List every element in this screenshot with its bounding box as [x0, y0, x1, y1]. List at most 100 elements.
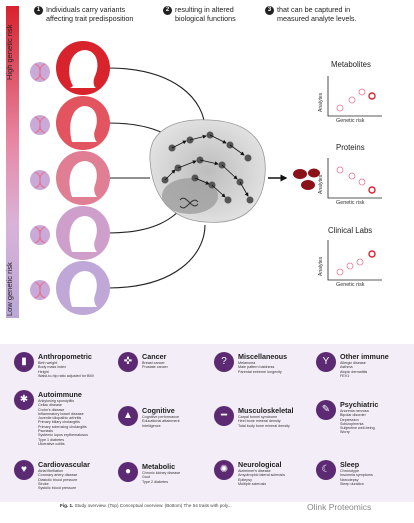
category-item: Breast cancer: [142, 361, 165, 365]
category-title: Cognitive: [142, 406, 175, 415]
category-item: Coronary artery disease: [38, 473, 78, 478]
step-text-line: Individuals carry variants: [46, 5, 126, 14]
category-item: Birth weight: [38, 361, 58, 365]
axis-label-x: Genetic risk: [336, 282, 365, 288]
category-item: Sleep duration: [340, 481, 364, 486]
category-item: Juvenile idiopathic arthritis: [38, 416, 82, 421]
figure-caption: Fig. 1. Study overview. (Top) Conceptual…: [60, 503, 232, 508]
step-text-line: measured analyte levels.: [277, 13, 357, 23]
step-text-line: that can be captured in: [277, 5, 351, 14]
category-title: Autoimmune: [38, 390, 82, 399]
category-item: Educational attainment: [142, 419, 180, 424]
step-text-line: affecting trait predisposition: [46, 13, 134, 23]
axis-label-y: Analytes: [318, 256, 324, 276]
step-number: 1: [34, 6, 43, 15]
category-item: FEV1: [340, 373, 350, 378]
category-item: Ulcerative colitis: [38, 441, 65, 446]
category-item: Asthma: [340, 365, 353, 370]
category-item: Primary sclerosing cholangitis: [38, 424, 87, 429]
panel-title-clinical-labs: Clinical Labs: [328, 226, 373, 235]
category-item: Narcolepsy: [340, 477, 359, 482]
category-item: Allergic disease: [340, 361, 366, 365]
category-title: Cardiovascular: [38, 460, 90, 469]
brand-watermark: Olink Proteomics: [307, 502, 372, 512]
person-low-risk-2: [30, 261, 110, 315]
category-item: Height: [38, 369, 49, 374]
category-title: Neurological: [238, 460, 282, 469]
category-item: Subjective well-being: [340, 426, 375, 431]
graduation-cap-icon: ▲: [118, 406, 138, 426]
dna-icon: [179, 197, 199, 209]
person-mid-risk: [30, 151, 110, 205]
category-item: Psoriasis: [38, 429, 53, 434]
category-title: Cancer: [142, 352, 167, 361]
category-item: Crohn's disease: [38, 407, 65, 412]
axis-label-x: Genetic risk: [336, 200, 365, 206]
category-item: Depression: [340, 417, 359, 422]
category-item: Alzheimer's disease: [238, 469, 271, 473]
category-title: Sleep: [340, 460, 360, 469]
category-item: Celiac disease: [38, 403, 62, 408]
metabolites-plot: [327, 76, 382, 117]
category-item: Atrial fibrillation: [38, 469, 64, 473]
category-item: Amyotrophic lateral sclerosis: [238, 473, 285, 478]
category-title: Metabolic: [142, 462, 176, 471]
person-high-risk-1: [30, 41, 110, 95]
bone-icon: ━: [214, 406, 234, 426]
heart-icon: ♥: [14, 460, 34, 480]
category-item: Cognitive performance: [142, 415, 180, 419]
caption-text: Study overview. (Top) Conceptual overvie…: [74, 503, 232, 508]
axis-label-x: Genetic risk: [336, 118, 365, 124]
panel-title-proteins: Proteins: [336, 143, 365, 152]
category-item: Body mass index: [38, 365, 67, 370]
category-item: Gout: [142, 475, 150, 480]
category-item: Total body bone mineral density: [238, 423, 290, 428]
overview-diagram: [30, 41, 382, 315]
genetic-risk-gradient-bar: [6, 6, 19, 318]
category-item: Primary biliary cholangitis: [38, 420, 80, 425]
antibody-icon: Y: [316, 352, 336, 372]
person-low-risk-1: [30, 206, 110, 260]
moon-icon: ☾: [316, 460, 336, 480]
category-item: Melanoma: [238, 361, 256, 365]
axis-label-y: Analytes: [318, 92, 324, 112]
category-item: Type 2 diabetes: [142, 479, 169, 484]
category-item: Ankylosing spondylitis: [38, 399, 75, 403]
category-item: Atopic dermatitis: [340, 369, 368, 374]
neuron-icon: ✺: [214, 460, 234, 480]
cell-pathway-network: [149, 119, 266, 223]
person-high-risk-2: [30, 96, 110, 150]
category-title: Other immune: [340, 352, 389, 361]
category-item: Inflammatory bowel disease: [38, 411, 84, 416]
category-item: Schizophrenia: [340, 421, 364, 426]
red-blood-cells-icon: [293, 168, 320, 190]
apple-icon: ●: [118, 462, 138, 482]
category-item: Anorexia nervosa: [340, 409, 369, 413]
category-item: Male pattern baldness: [238, 365, 275, 370]
ruler-icon: ▮: [14, 352, 34, 372]
step-text-line: biological functions: [175, 13, 236, 23]
category-item: Systemic lupus erythematosus: [38, 433, 89, 438]
category-item: Bipolar disorder: [340, 413, 366, 418]
step-text-line: resulting in altered: [175, 5, 234, 14]
proteins-plot: [327, 158, 382, 199]
category-item: Systolic blood pressure: [38, 486, 77, 491]
category-title: Anthropometric: [38, 352, 92, 361]
category-item: Multiple sclerosis: [238, 481, 267, 486]
category-item: Carpal tunnel syndrome: [238, 415, 278, 419]
category-item: Type 1 diabetes: [38, 437, 65, 442]
category-title: Psychiatric: [340, 400, 379, 409]
